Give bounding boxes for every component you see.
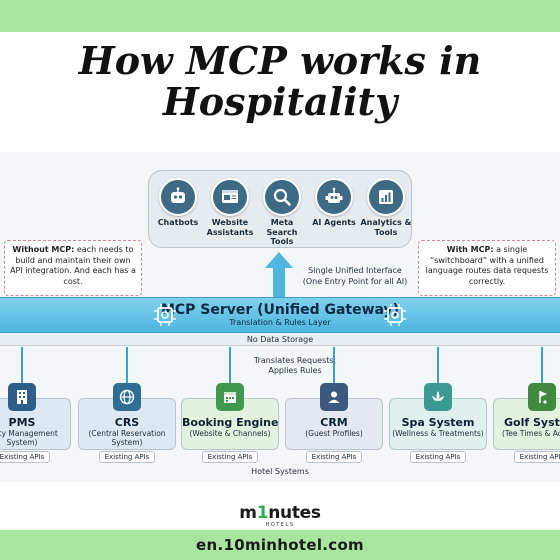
- logo-part: nutes: [268, 503, 321, 523]
- system-desc: perty Management: [0, 429, 58, 438]
- translate-line-1: Translates Requests,: [253, 356, 337, 365]
- agent-label: AI Agents: [312, 218, 356, 227]
- system-card-booking-engine: Booking Engine (Website & Channels): [181, 398, 279, 450]
- logo-subtitle: HOTELS: [265, 522, 295, 528]
- logo-wordmark: m1nutes: [230, 505, 330, 522]
- mcp-subtitle: Translation & Rules Layer: [229, 318, 331, 327]
- agent-analytics-tools: Analytics & Tools: [360, 178, 412, 237]
- system-desc: (Central Reservation: [88, 429, 166, 438]
- system-desc: System): [6, 438, 38, 447]
- system-card-spa: Spa System (Wellness & Treatments): [389, 398, 487, 450]
- lotus-icon: [424, 383, 452, 411]
- website-browser-icon: [211, 178, 249, 216]
- system-desc: (Wellness & Treatments): [392, 429, 484, 438]
- connector-line: [229, 347, 231, 383]
- system-name: CRS: [114, 416, 140, 429]
- system-desc: (Guest Profiles): [305, 429, 363, 438]
- api-tag: Existing APIs: [410, 451, 466, 463]
- note-without-text: each needs to build and maintain their o…: [10, 245, 136, 286]
- minutes-hotels-logo: m1nutes HOTELS: [230, 505, 330, 529]
- building-icon: [8, 383, 36, 411]
- system-name: PMS: [8, 416, 36, 429]
- note-without-mcp: Without MCP: each needs to build and mai…: [4, 240, 142, 296]
- api-tag: Existing APIs: [306, 451, 362, 463]
- agent-ai-agents: AI Agents: [308, 178, 360, 228]
- bottom-banner-bar: en.10minhotel.com: [0, 530, 560, 560]
- upward-arrow-icon: [265, 252, 293, 298]
- hotel-systems-label: Hotel Systems: [251, 467, 309, 476]
- connector-line: [437, 347, 439, 383]
- api-tag: Existing APIs: [0, 451, 50, 463]
- translate-line-2: Applies Rules: [268, 366, 322, 375]
- chatbot-robot-icon: [159, 178, 197, 216]
- title-line-2: Hospitality: [162, 79, 398, 124]
- system-name: Spa System: [401, 416, 475, 429]
- no-data-storage-strip: No Data Storage: [0, 333, 560, 346]
- agent-label: Website Assistants: [206, 218, 254, 237]
- calendar-icon: [216, 383, 244, 411]
- note-with-mcp: With MCP: a single “switchboard” with a …: [418, 240, 556, 296]
- api-tag: Existing APIs: [202, 451, 258, 463]
- interface-line-2: (One Entry Point for all AI): [302, 277, 408, 286]
- magnifier-search-icon: [263, 178, 301, 216]
- analytics-chart-icon: [367, 178, 405, 216]
- title-line-1: How MCP works in: [78, 38, 482, 83]
- agent-chatbots: Chatbots: [152, 178, 204, 228]
- system-name: CRM: [320, 416, 348, 429]
- note-with-text: a single “switchboard” with a unified la…: [425, 245, 549, 286]
- logo-mark: 1: [256, 503, 269, 523]
- top-banner-bar: [0, 0, 560, 32]
- system-desc: (Website & Channels): [189, 429, 271, 438]
- translate-requests-label: Translates Requests, Applies Rules: [250, 356, 340, 376]
- agent-label: Analytics & Tools: [360, 218, 412, 237]
- api-tag: Existing APIs: [514, 451, 560, 463]
- connector-line: [126, 347, 128, 383]
- note-without-heading: Without MCP:: [12, 245, 75, 254]
- chip-gear-icon: [384, 304, 406, 326]
- system-desc: System): [111, 438, 143, 447]
- connector-line: [333, 347, 335, 383]
- connector-line: [21, 347, 23, 383]
- agent-meta-search-tools: Meta Search Tools: [256, 178, 308, 247]
- logo-part: m: [239, 503, 257, 523]
- note-with-heading: With MCP:: [446, 245, 494, 254]
- golf-flag-icon: [528, 383, 556, 411]
- globe-icon: [113, 383, 141, 411]
- ai-robot-icon: [315, 178, 353, 216]
- mcp-server-bar: MCP Server (Unified Gateway) Translation…: [0, 297, 560, 333]
- system-name: Booking Engine: [182, 416, 279, 429]
- system-name: Golf Syste: [504, 416, 560, 429]
- interface-line-1: Single Unified Interface: [308, 266, 402, 275]
- system-card-crm: CRM (Guest Profiles): [285, 398, 383, 450]
- agent-label: Chatbots: [157, 218, 199, 227]
- page-title: How MCP works in Hospitality: [0, 40, 560, 122]
- agent-label: Meta Search Tools: [266, 218, 298, 246]
- person-icon: [320, 383, 348, 411]
- connector-line: [541, 347, 543, 383]
- api-tag: Existing APIs: [99, 451, 155, 463]
- agent-website-assistants: Website Assistants: [204, 178, 256, 237]
- chip-gear-icon: [154, 304, 176, 326]
- footer-url-link[interactable]: en.10minhotel.com: [196, 536, 364, 554]
- mcp-title: MCP Server (Unified Gateway): [160, 302, 400, 318]
- single-interface-label: Single Unified Interface (One Entry Poin…: [300, 265, 410, 287]
- system-desc: (Tee Times & Act: [502, 429, 560, 438]
